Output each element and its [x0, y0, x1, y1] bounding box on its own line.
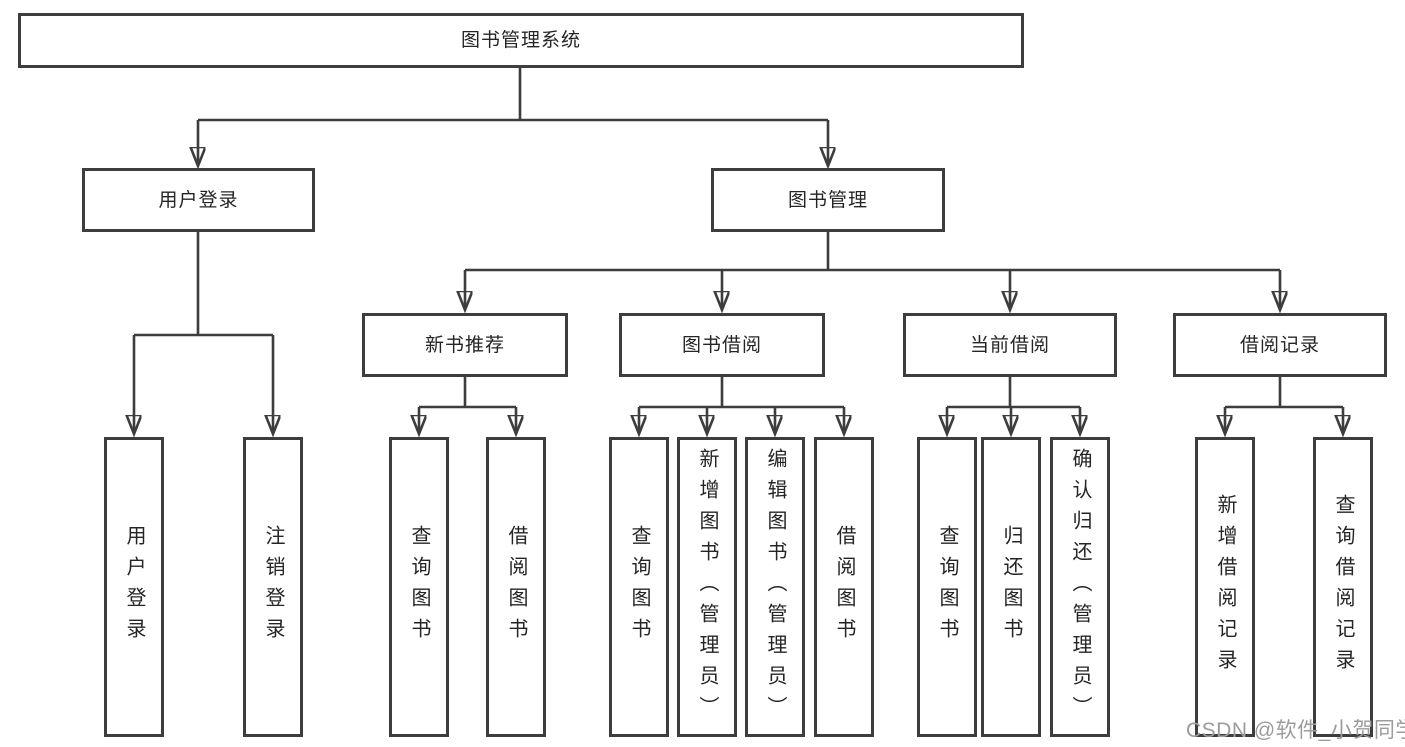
leaf-borrow-add: 新增图书（管理员） [677, 437, 737, 737]
leaf-record-query: 查询借阅记录 [1313, 437, 1373, 737]
leaf-record-add: 新增借阅记录 [1195, 437, 1255, 737]
node-root-label: 图书管理系统 [460, 30, 581, 51]
node-book-mgmt: 图书管理 [711, 168, 945, 232]
leaf-logout-label: 注销登录 [262, 525, 284, 649]
node-borrow-record: 借阅记录 [1173, 313, 1387, 377]
leaf-borrow-edit: 编辑图书（管理员） [745, 437, 805, 737]
leaf-user-login-label: 用户登录 [123, 525, 145, 649]
node-root: 图书管理系统 [18, 13, 1024, 68]
leaf-current-confirm-label: 确认归还（管理员） [1069, 447, 1091, 727]
node-current-borrow: 当前借阅 [903, 313, 1117, 377]
leaf-borrow-borrow-label: 借阅图书 [833, 525, 855, 649]
leaf-borrow-query-label: 查询图书 [628, 525, 650, 649]
leaf-newbook-query-label: 查询图书 [408, 525, 430, 649]
leaf-newbook-borrow: 借阅图书 [486, 437, 546, 737]
leaf-current-query-label: 查询图书 [936, 525, 958, 649]
leaf-user-login: 用户登录 [104, 437, 164, 737]
leaf-newbook-query: 查询图书 [389, 437, 449, 737]
connector-line [134, 68, 1343, 409]
leaf-newbook-borrow-label: 借阅图书 [505, 525, 527, 649]
leaf-borrow-add-label: 新增图书（管理员） [696, 447, 718, 727]
leaf-borrow-edit-label: 编辑图书（管理员） [764, 447, 786, 727]
leaf-record-add-label: 新增借阅记录 [1214, 494, 1236, 680]
node-book-borrow-label: 图书借阅 [681, 334, 762, 356]
leaf-logout: 注销登录 [243, 437, 303, 737]
node-book-mgmt-label: 图书管理 [787, 189, 868, 211]
node-new-book: 新书推荐 [362, 313, 568, 377]
leaf-current-return: 归还图书 [981, 437, 1041, 737]
node-borrow-record-label: 借阅记录 [1239, 334, 1320, 356]
leaf-borrow-query: 查询图书 [609, 437, 669, 737]
node-user-login: 用户登录 [82, 168, 315, 232]
leaf-current-query: 查询图书 [917, 437, 977, 737]
leaf-current-confirm: 确认归还（管理员） [1050, 437, 1110, 737]
node-user-login-label: 用户登录 [158, 189, 239, 211]
node-current-borrow-label: 当前借阅 [969, 334, 1050, 356]
node-book-borrow: 图书借阅 [619, 313, 825, 377]
leaf-borrow-borrow: 借阅图书 [814, 437, 874, 737]
csdn-watermark: CSDN @软件_小贺同学 [1186, 719, 1405, 742]
node-new-book-label: 新书推荐 [424, 334, 505, 356]
leaf-record-query-label: 查询借阅记录 [1332, 494, 1354, 680]
leaf-current-return-label: 归还图书 [1000, 525, 1022, 649]
